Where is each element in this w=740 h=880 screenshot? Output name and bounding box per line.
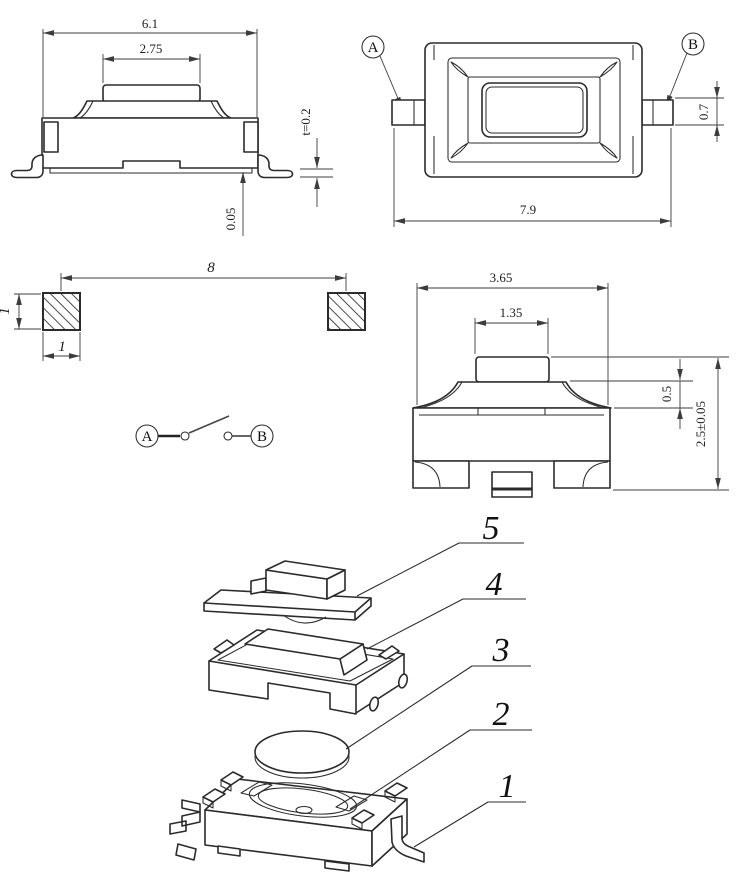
part-base [169, 771, 408, 872]
schematic-b-circle [250, 424, 274, 448]
top-left-terminal [391, 99, 426, 126]
schematic-a-label: A [142, 429, 153, 445]
front-view: 3.65 1.35 0.5 [412, 270, 729, 498]
schematic-left-contact [180, 431, 190, 441]
part-callouts: 5 4 3 2 1 [345, 510, 532, 848]
side-view-dimension-6-1: 6.1 [42, 16, 258, 117]
top-button-outer [481, 82, 588, 138]
part-4-label: 4 [486, 566, 503, 603]
part-terminals [175, 815, 425, 863]
schematic-view: A B [135, 415, 274, 448]
top-view-dimension-7-9: 7.9 [393, 128, 672, 227]
part-3-label: 3 [492, 632, 510, 669]
side-view-dimension-2-75: 2.75 [102, 41, 201, 83]
top-right-terminal [641, 99, 674, 126]
side-housing [41, 117, 259, 169]
front-total-height-label: 2.5±0.05 [693, 401, 708, 447]
side-view: 6.1 2.75 t=0.2 0.05 [10, 16, 333, 236]
left-pad [42, 292, 81, 331]
side-view-dimension-005: 0.05 [223, 172, 246, 236]
terminal-a-callout: A [361, 35, 403, 109]
front-dimension-3-65: 3.65 [416, 270, 609, 405]
side-body-width-label: 6.1 [142, 16, 158, 31]
pad-spacing-dimension: 8 [60, 260, 347, 291]
part-cover [208, 628, 409, 715]
part-actuator [203, 560, 372, 624]
top-bevel-corner-marks [450, 61, 618, 159]
front-dimension-1-35: 1.35 [474, 305, 549, 354]
pad-spacing-label: 8 [207, 260, 215, 276]
side-view-dimension-t02: t=0.2 [298, 108, 333, 207]
terminal-b-callout: B [665, 32, 705, 107]
pad-width-label: 1 [58, 339, 66, 355]
side-button [102, 84, 201, 103]
top-view-dimension-0-7: 0.7 [675, 81, 724, 142]
schematic-b-label: B [257, 429, 267, 445]
land-pattern-view: 8 1 1 [0, 260, 366, 361]
right-pad [327, 292, 366, 331]
side-view-body [10, 84, 294, 179]
side-right-clip [243, 121, 259, 153]
top-view: A B [361, 32, 724, 227]
top-overall-length-label: 7.9 [520, 202, 536, 217]
side-right-lead [257, 154, 294, 179]
top-button-inner [485, 86, 584, 134]
front-button [475, 356, 550, 383]
part-2-label: 2 [493, 696, 510, 733]
side-standoff-label: 0.05 [223, 208, 238, 231]
front-dimension-2-5: 2.5±0.05 [551, 356, 729, 491]
top-bevel-inner [467, 76, 601, 144]
exploded-view: 5 4 3 2 1 [169, 510, 532, 872]
side-left-lead [10, 154, 44, 179]
part-dome-disc [254, 730, 350, 779]
top-terminal-width-label: 0.7 [696, 103, 711, 120]
side-button-width-label: 2.75 [140, 41, 163, 56]
part-5-label: 5 [483, 510, 500, 547]
front-button-width-label: 1.35 [500, 305, 523, 320]
front-left-foot [412, 460, 470, 489]
side-cap [72, 100, 232, 119]
front-cap [412, 381, 612, 409]
front-view-body [412, 356, 612, 498]
schematic-lever [188, 415, 230, 434]
top-bevel-outer [447, 57, 621, 163]
terminal-b-label: B [688, 37, 698, 53]
side-lead-thickness-label: t=0.2 [298, 108, 313, 135]
front-body-width-label: 3.65 [490, 270, 513, 285]
front-right-foot [553, 460, 611, 489]
front-cap-height-label: 0.5 [659, 386, 674, 402]
front-center-tab [491, 471, 533, 498]
part-1-label: 1 [499, 768, 516, 805]
terminal-a-label: A [368, 40, 379, 56]
pad-width-dimension: 1 [42, 332, 81, 361]
front-dimension-0-5: 0.5 [570, 359, 693, 429]
pad-height-dimension: 1 [0, 293, 41, 330]
top-view-body [391, 42, 674, 178]
schematic-right-contact [223, 431, 233, 441]
front-housing [412, 407, 611, 462]
pad-height-label: 1 [0, 307, 13, 315]
side-left-clip [43, 121, 59, 153]
